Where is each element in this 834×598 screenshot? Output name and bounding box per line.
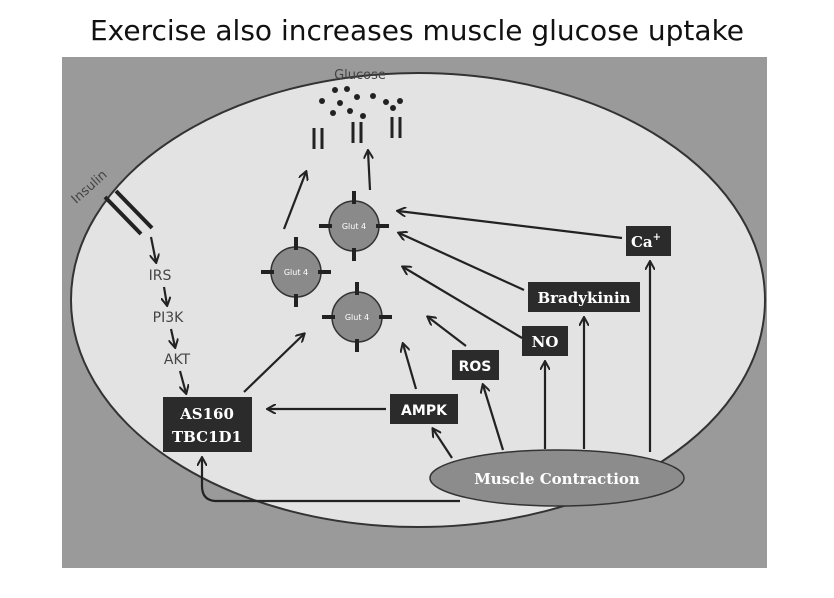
pathway-irs: IRS [149, 268, 172, 284]
tbc1d1-label: TBC1D1 [172, 428, 242, 446]
bradykinin-label: Bradykinin [537, 289, 630, 307]
ca-label: Ca [631, 233, 653, 251]
slide-title: Exercise also increases muscle glucose u… [89, 14, 745, 47]
glut4-transporter: Glut 4 [261, 237, 331, 307]
muscle-contraction-node: Muscle Contraction [429, 449, 685, 507]
glucose-molecules [319, 86, 403, 119]
ampk-box: AMPK [390, 394, 458, 424]
insulin-receptor [103, 189, 154, 236]
ros-box: ROS [452, 350, 499, 380]
no-label: NO [532, 333, 559, 351]
as160-label: AS160 [179, 405, 234, 423]
signal-arrows [202, 151, 650, 503]
glucose-label: Glucose [334, 68, 386, 83]
glut4-label: Glut 4 [284, 268, 308, 277]
glut4-label: Glut 4 [345, 313, 369, 322]
glut4-transporter: Glut 4 [322, 282, 392, 352]
glut4-label: Glut 4 [342, 222, 366, 231]
glucose-channels [312, 117, 402, 149]
muscle-contraction-label: Muscle Contraction [474, 470, 640, 488]
svg-text:Ca+: Ca+ [631, 232, 661, 251]
no-box: NO [522, 326, 568, 356]
ca-charge: + [653, 232, 661, 243]
pathway-pi3k: PI3K [153, 310, 184, 326]
muscle-cell [70, 72, 766, 528]
bradykinin-box: Bradykinin [528, 282, 640, 312]
ros-label: ROS [459, 359, 492, 375]
insulin-pathway-arrows [151, 236, 186, 393]
glut4-transporter: Glut 4 [319, 191, 389, 261]
pathway-akt: AKT [164, 352, 191, 368]
ampk-label: AMPK [401, 403, 448, 419]
as160-tbc1d1-box: AS160 TBC1D1 [163, 397, 252, 452]
ca-box: Ca+ [626, 226, 671, 256]
